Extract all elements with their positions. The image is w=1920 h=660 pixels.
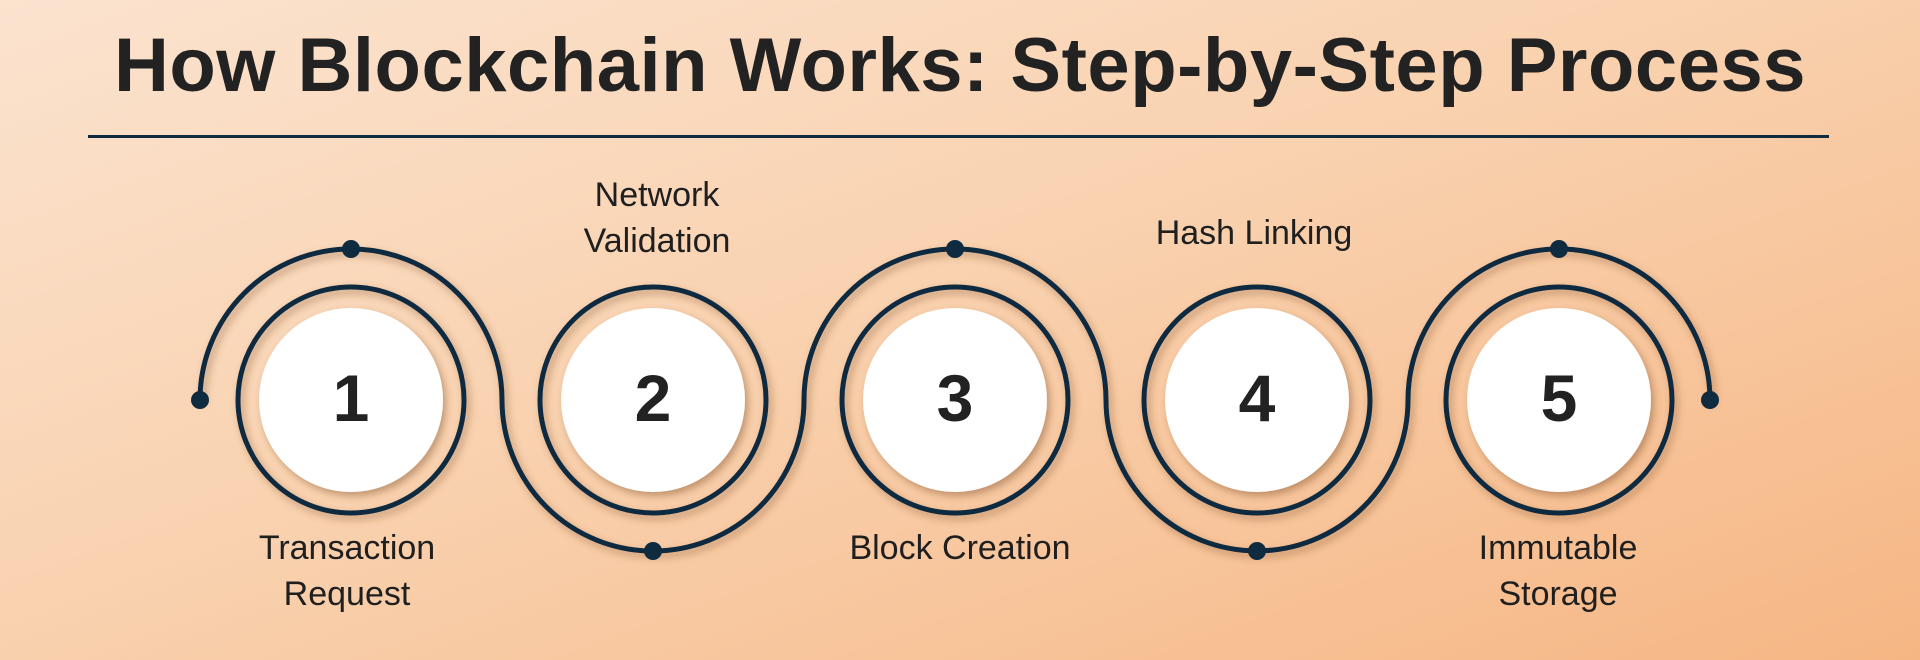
step-3-number: 3 <box>936 361 974 435</box>
step-1-number: 1 <box>332 361 370 435</box>
step-5-label-line1: Immutable <box>1478 529 1638 567</box>
path-end-dot <box>1701 391 1719 409</box>
step-circle <box>1467 308 1651 492</box>
step-2-label: Network Validation <box>497 172 817 264</box>
path-dot <box>342 240 360 258</box>
step-3-label: Block Creation <box>800 525 1120 571</box>
step-ring <box>537 284 769 516</box>
step-circle <box>863 308 1047 492</box>
step-circle <box>259 308 443 492</box>
step-ring <box>235 284 467 516</box>
step-2-label-line1: Network <box>594 176 720 214</box>
step-4-number: 4 <box>1238 361 1276 435</box>
path-dot <box>1248 542 1266 560</box>
step-1-label-line2: Request <box>283 575 411 613</box>
step-2-number: 2 <box>634 361 672 435</box>
step-3-label-line1: Block Creation <box>849 529 1071 567</box>
step-1-label: Transaction Request <box>187 525 507 617</box>
path-dot <box>644 542 662 560</box>
step-4-label: Hash Linking <box>1094 210 1414 256</box>
step-circle <box>561 308 745 492</box>
path-dot <box>946 240 964 258</box>
step-4-label-line1: Hash Linking <box>1155 214 1353 252</box>
path-dot <box>1550 240 1568 258</box>
step-ring <box>1141 284 1373 516</box>
title-divider <box>88 135 1829 138</box>
step-2-label-line2: Validation <box>583 222 731 260</box>
step-1-label-line1: Transaction <box>258 529 436 567</box>
step-5-label: Immutable Storage <box>1398 525 1718 617</box>
step-circle <box>1165 308 1349 492</box>
step-ring <box>1443 284 1675 516</box>
step-ring <box>839 284 1071 516</box>
page-title: How Blockchain Works: Step-by-Step Proce… <box>114 23 1806 108</box>
step-5-label-line2: Storage <box>1498 575 1618 613</box>
path-end-dot <box>191 391 209 409</box>
step-5-number: 5 <box>1540 361 1578 435</box>
